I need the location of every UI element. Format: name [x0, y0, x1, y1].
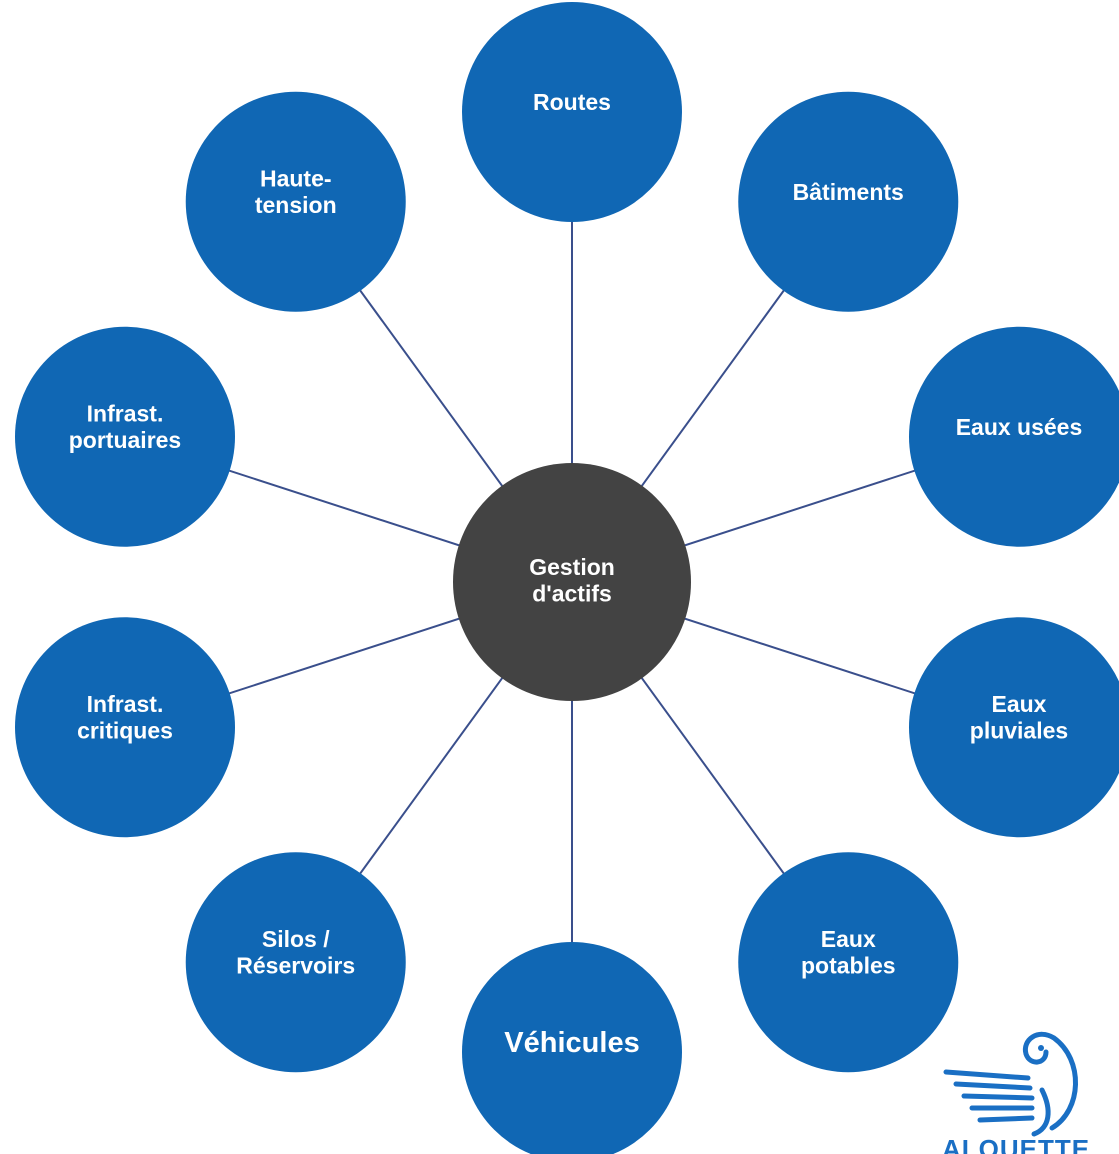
node-circle-eaux-pluviales: [909, 617, 1119, 838]
node-haute-tension: Haute-tension: [185, 91, 406, 312]
node-routes: Routes: [462, 2, 682, 222]
node-silos-reservoirs: Silos /Réservoirs: [185, 852, 406, 1073]
node-circle-haute-tension: [185, 91, 406, 312]
node-label-infrast-portuaires-line: Infrast.: [87, 401, 164, 427]
node-label-eaux-potables-line: Eaux: [821, 926, 876, 952]
node-label-haute-tension-line: Haute-: [260, 166, 332, 192]
node-label-silos-reservoirs-line: Réservoirs: [236, 953, 355, 979]
node-circle-vehicules: [462, 942, 682, 1154]
node-label-infrast-critiques-line: Infrast.: [87, 691, 164, 717]
node-label-eaux-potables-line: potables: [801, 953, 896, 979]
node-circle-batiments: [738, 91, 959, 312]
node-circle-infrast-critiques: [15, 617, 236, 838]
node-label-haute-tension-line: tension: [255, 192, 337, 218]
node-circle-eaux-potables: [738, 852, 959, 1073]
node-label-batiments-line: Bâtiments: [793, 179, 904, 205]
node-circle-infrast-portuaires: [15, 326, 236, 547]
center-label-line: Gestion: [529, 554, 615, 580]
node-circle-silos-reservoirs: [185, 852, 406, 1073]
node-eaux-usees: Eaux usées: [909, 326, 1119, 547]
node-label-eaux-pluviales-line: pluviales: [970, 718, 1068, 744]
center-circle: [453, 463, 691, 701]
node-infrast-critiques: Infrast.critiques: [15, 617, 236, 838]
company-logo: ALOUETTE: [942, 1030, 1092, 1154]
node-label-eaux-pluviales-line: Eaux: [992, 691, 1047, 717]
center-label-line: d'actifs: [532, 580, 612, 606]
node-circle-eaux-usees: [909, 326, 1119, 547]
bird-logo-icon: [943, 1031, 1078, 1137]
node-label-infrast-critiques-line: critiques: [77, 718, 173, 744]
node-label-routes-line: Routes: [533, 89, 611, 115]
node-vehicules: Véhicules: [462, 942, 682, 1154]
node-circle-routes: [462, 2, 682, 222]
node-infrast-portuaires: Infrast.portuaires: [15, 326, 236, 547]
node-label-silos-reservoirs-line: Silos /: [262, 926, 330, 952]
node-label-infrast-portuaires-line: portuaires: [69, 427, 181, 453]
node-label-vehicules-line: Véhicules: [504, 1027, 639, 1059]
node-label-eaux-usees-line: Eaux usées: [956, 414, 1083, 440]
logo-text: ALOUETTE: [942, 1134, 1091, 1154]
node-batiments: Bâtiments: [738, 91, 959, 312]
